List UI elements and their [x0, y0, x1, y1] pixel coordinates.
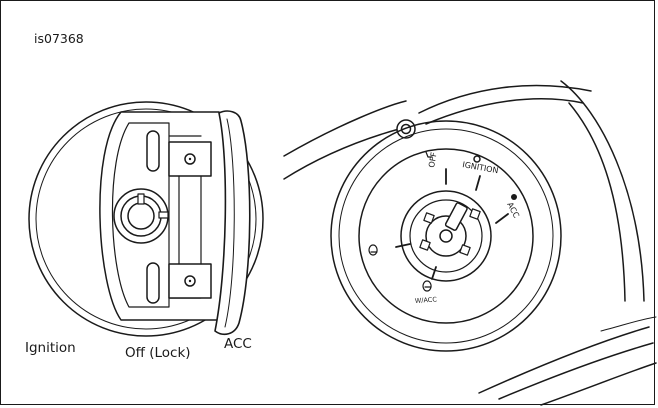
dial-label-off: OFF [427, 151, 439, 168]
dial-label-acc: ACC [505, 201, 521, 220]
cylinder-ring [400, 190, 492, 282]
upper-slot [146, 130, 160, 172]
label-off-lock: Off (Lock) [125, 345, 191, 361]
dial-face-ring [358, 148, 534, 324]
off-marker-icon [425, 151, 433, 158]
label-ignition: Ignition [25, 340, 76, 356]
lock-marker-icon [368, 244, 378, 256]
outer-bezel [28, 101, 264, 337]
lower-hinge-pin [184, 275, 196, 287]
dial-label-wacc: W/ACC [415, 295, 438, 305]
cover-inner-panel [111, 122, 170, 308]
pivot-screw [396, 119, 416, 139]
wacc-lock-marker-icon [422, 280, 432, 292]
figure-code: is07368 [34, 31, 84, 46]
ignition-cover-view [28, 101, 264, 337]
ignition-dial-view [283, 80, 657, 406]
lower-slot [146, 262, 160, 304]
upper-hinge-pin [184, 153, 196, 165]
label-acc: ACC [224, 336, 252, 352]
cylinder-inner-ring [409, 199, 483, 273]
ignition-marker-icon [473, 155, 481, 163]
dial-outer-ring [330, 120, 562, 352]
upper-hinge-tab [168, 141, 212, 177]
cover-flap [214, 110, 251, 336]
dial-second-ring [338, 128, 554, 344]
key-blade [444, 202, 468, 231]
inner-bezel [35, 108, 257, 330]
acc-marker-icon [511, 194, 517, 200]
